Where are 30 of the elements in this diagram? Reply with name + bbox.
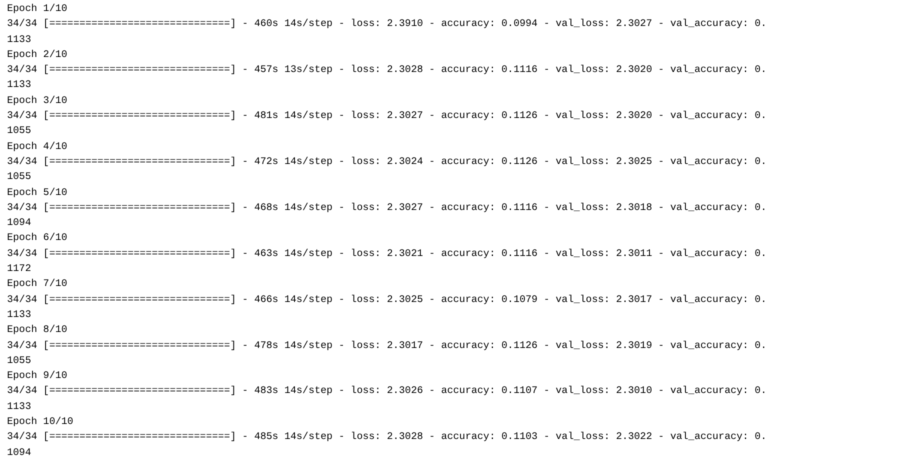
- console-log-line: Epoch 8/10: [7, 324, 68, 338]
- console-log-line: 34/34 [==============================] - 460s 14s/step - loss: 2.3910 - accuracy: 0.0994 - val_loss: 2.3027 - val_accuracy: 0.: [7, 18, 767, 32]
- console-log-line: Epoch 9/10: [7, 370, 68, 384]
- console-log-line: Epoch 6/10: [7, 232, 68, 246]
- console-log-line: 34/34 [==============================] - 457s 13s/step - loss: 2.3028 - accuracy: 0.1116 - val_loss: 2.3020 - val_accuracy: 0.: [7, 64, 767, 78]
- console-log-line: 34/34 [==============================] - 485s 14s/step - loss: 2.3028 - accuracy: 0.1103 - val_loss: 2.3022 - val_accuracy: 0.: [7, 430, 767, 446]
- console-log-line: 1133: [7, 400, 32, 415]
- console-log-line: 1055: [7, 171, 32, 186]
- console-log-line: Epoch 1/10: [7, 2, 68, 17]
- console-log-line: 1172: [7, 263, 32, 278]
- console-log-line: 34/34 [==============================] - 463s 14s/step - loss: 2.3021 - accuracy: 0.1116 - val_loss: 2.3011 - val_accuracy: 0.: [7, 248, 767, 262]
- console-log-line: Epoch 3/10: [7, 94, 68, 109]
- console-log-line: 1133: [7, 308, 32, 323]
- console-log-line: 1055: [7, 125, 32, 140]
- console-log-line: 1133: [7, 34, 32, 48]
- console-log-line: Epoch 5/10: [7, 186, 68, 201]
- console-log-line: Epoch 7/10: [7, 278, 68, 292]
- console-log-line: 34/34 [==============================] - 481s 14s/step - loss: 2.3027 - accuracy: 0.1126 - val_loss: 2.3020 - val_accuracy: 0.: [7, 110, 767, 124]
- console-log-line: 34/34 [==============================] - 483s 14s/step - loss: 2.3026 - accuracy: 0.1107 - val_loss: 2.3010 - val_accuracy: 0.: [7, 384, 767, 400]
- console-log-line: 34/34 [==============================] - 468s 14s/step - loss: 2.3027 - accuracy: 0.1116 - val_loss: 2.3018 - val_accuracy: 0.: [7, 202, 767, 216]
- console-log-line: 34/34 [==============================] - 472s 14s/step - loss: 2.3024 - accuracy: 0.1126 - val_loss: 2.3025 - val_accuracy: 0.: [7, 156, 767, 170]
- console-log-line: Epoch 4/10: [7, 140, 68, 155]
- console-log-line: 1133: [7, 79, 32, 94]
- console-log-line: Epoch 10/10: [7, 416, 74, 430]
- console-log-line: 34/34 [==============================] - 466s 14s/step - loss: 2.3025 - accuracy: 0.1079 - val_loss: 2.3017 - val_accuracy: 0.: [7, 294, 767, 308]
- console-log-line: 1094: [7, 446, 32, 461]
- console-log-line: 1055: [7, 354, 32, 369]
- console-log-line: Epoch 2/10: [7, 48, 68, 63]
- console-log-line: 34/34 [==============================] - 478s 14s/step - loss: 2.3017 - accuracy: 0.1126 - val_loss: 2.3019 - val_accuracy: 0.: [7, 340, 767, 354]
- console-log-line: 1094: [7, 217, 32, 232]
